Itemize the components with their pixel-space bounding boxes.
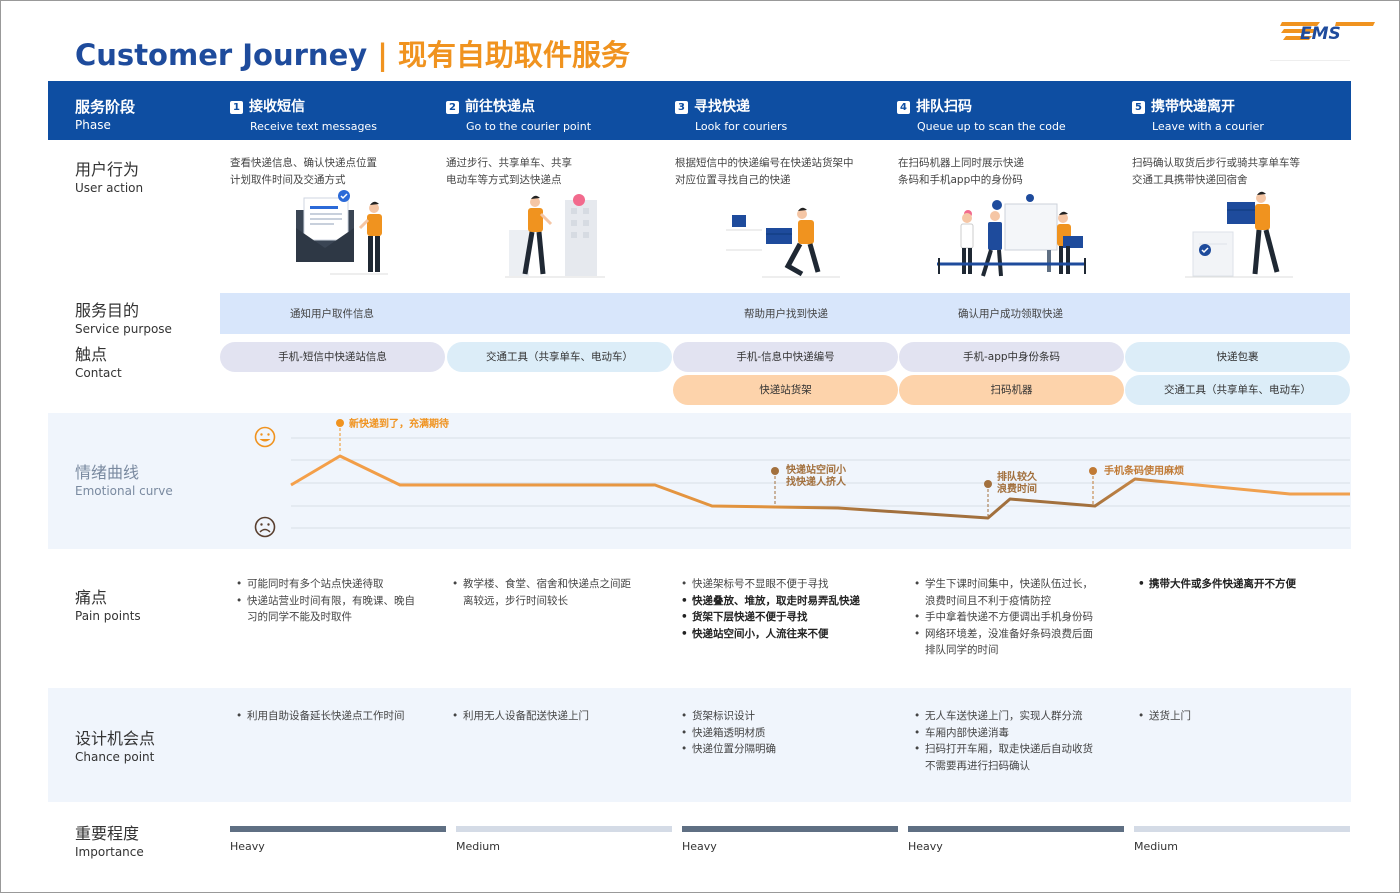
importance-bar-2 bbox=[456, 826, 672, 832]
chance-1-1: 利用自助设备延长快递点工作时间 bbox=[233, 708, 405, 725]
pain-3-1: 快递架标号不显眼不便于寻找 bbox=[678, 576, 860, 593]
importance-level-5: Medium bbox=[1134, 840, 1178, 853]
pain-1-1: 可能同时有多个站点快递待取 bbox=[233, 576, 415, 593]
chance-4-1: 无人车送快递上门，实现人群分流 bbox=[911, 708, 1093, 725]
chance-5-1: 送货上门 bbox=[1135, 708, 1191, 725]
chance-3-1: 货架标识设计 bbox=[678, 708, 776, 725]
pain-label: 痛点 Pain points bbox=[75, 584, 141, 623]
chance-3-3: 快递位置分隔明确 bbox=[678, 741, 776, 758]
pain-label-cn: 痛点 bbox=[75, 584, 141, 608]
emotion-annotation-3-line2: 浪费时间 bbox=[997, 482, 1037, 495]
emotion-annotation-1-marker bbox=[336, 419, 344, 453]
chance-label-en: Chance point bbox=[75, 750, 155, 764]
importance-bar-4 bbox=[908, 826, 1124, 832]
pain-label-en: Pain points bbox=[75, 609, 141, 623]
chance-list-4: 无人车送快递上门，实现人群分流 车厢内部快递消毒 扫码打开车厢，取走快递后自动收… bbox=[911, 708, 1093, 774]
importance-label: 重要程度 Importance bbox=[75, 820, 144, 859]
emotion-annotation-4-marker bbox=[1089, 467, 1097, 504]
pain-4-1: 学生下课时间集中，快递队伍过长，浪费时间且不利于疫情防控 bbox=[911, 576, 1093, 609]
importance-label-cn: 重要程度 bbox=[75, 820, 144, 844]
pain-3-4: 快递站空间小，人流往来不便 bbox=[678, 626, 860, 643]
sad-face-icon bbox=[256, 518, 275, 537]
importance-bar-3 bbox=[682, 826, 898, 832]
pain-4-2: 手中拿着快递不方便调出手机身份码 bbox=[911, 609, 1093, 626]
chance-label-cn: 设计机会点 bbox=[75, 725, 155, 749]
importance-level-4: Heavy bbox=[908, 840, 943, 853]
importance-label-en: Importance bbox=[75, 845, 144, 859]
emotion-annotation-3-line1: 排队较久 bbox=[997, 470, 1038, 483]
pain-list-5: 携带大件或多件快递离开不方便 bbox=[1135, 576, 1296, 593]
importance-bar-1 bbox=[230, 826, 446, 832]
emotion-annotation-2-line1: 快递站空间小 bbox=[785, 463, 846, 476]
emotion-annotation-2-marker bbox=[771, 467, 779, 505]
happy-face-icon bbox=[256, 428, 275, 447]
chance-list-3: 货架标识设计 快递箱透明材质 快递位置分隔明确 bbox=[678, 708, 776, 758]
pain-3-3: 货架下层快递不便于寻找 bbox=[678, 609, 860, 626]
pain-3-2: 快递叠放、堆放，取走时易弄乱快递 bbox=[678, 593, 860, 610]
chance-list-2: 利用无人设备配送快递上门 bbox=[449, 708, 589, 725]
chance-list-5: 送货上门 bbox=[1135, 708, 1191, 725]
chance-3-2: 快递箱透明材质 bbox=[678, 725, 776, 742]
chance-4-2: 车厢内部快递消毒 bbox=[911, 725, 1093, 742]
importance-level-1: Heavy bbox=[230, 840, 265, 853]
pain-5-1: 携带大件或多件快递离开不方便 bbox=[1135, 576, 1296, 593]
chance-list-1: 利用自助设备延长快递点工作时间 bbox=[233, 708, 405, 725]
importance-level-2: Medium bbox=[456, 840, 500, 853]
emotion-annotation-1: 新快递到了，充满期待 bbox=[349, 417, 449, 430]
importance-bar-5 bbox=[1134, 826, 1350, 832]
pain-list-3: 快递架标号不显眼不便于寻找 快递叠放、堆放，取走时易弄乱快递 货架下层快递不便于… bbox=[678, 576, 860, 642]
emotion-annotation-3-marker bbox=[984, 480, 992, 516]
chance-label: 设计机会点 Chance point bbox=[75, 725, 155, 764]
chance-2-1: 利用无人设备配送快递上门 bbox=[449, 708, 589, 725]
pain-list-4: 学生下课时间集中，快递队伍过长，浪费时间且不利于疫情防控 手中拿着快递不方便调出… bbox=[911, 576, 1093, 659]
emotion-annotation-2-line2: 找快递人挤人 bbox=[786, 475, 847, 488]
emotion-annotation-4: 手机条码使用麻烦 bbox=[1104, 464, 1184, 477]
importance-level-3: Heavy bbox=[682, 840, 717, 853]
